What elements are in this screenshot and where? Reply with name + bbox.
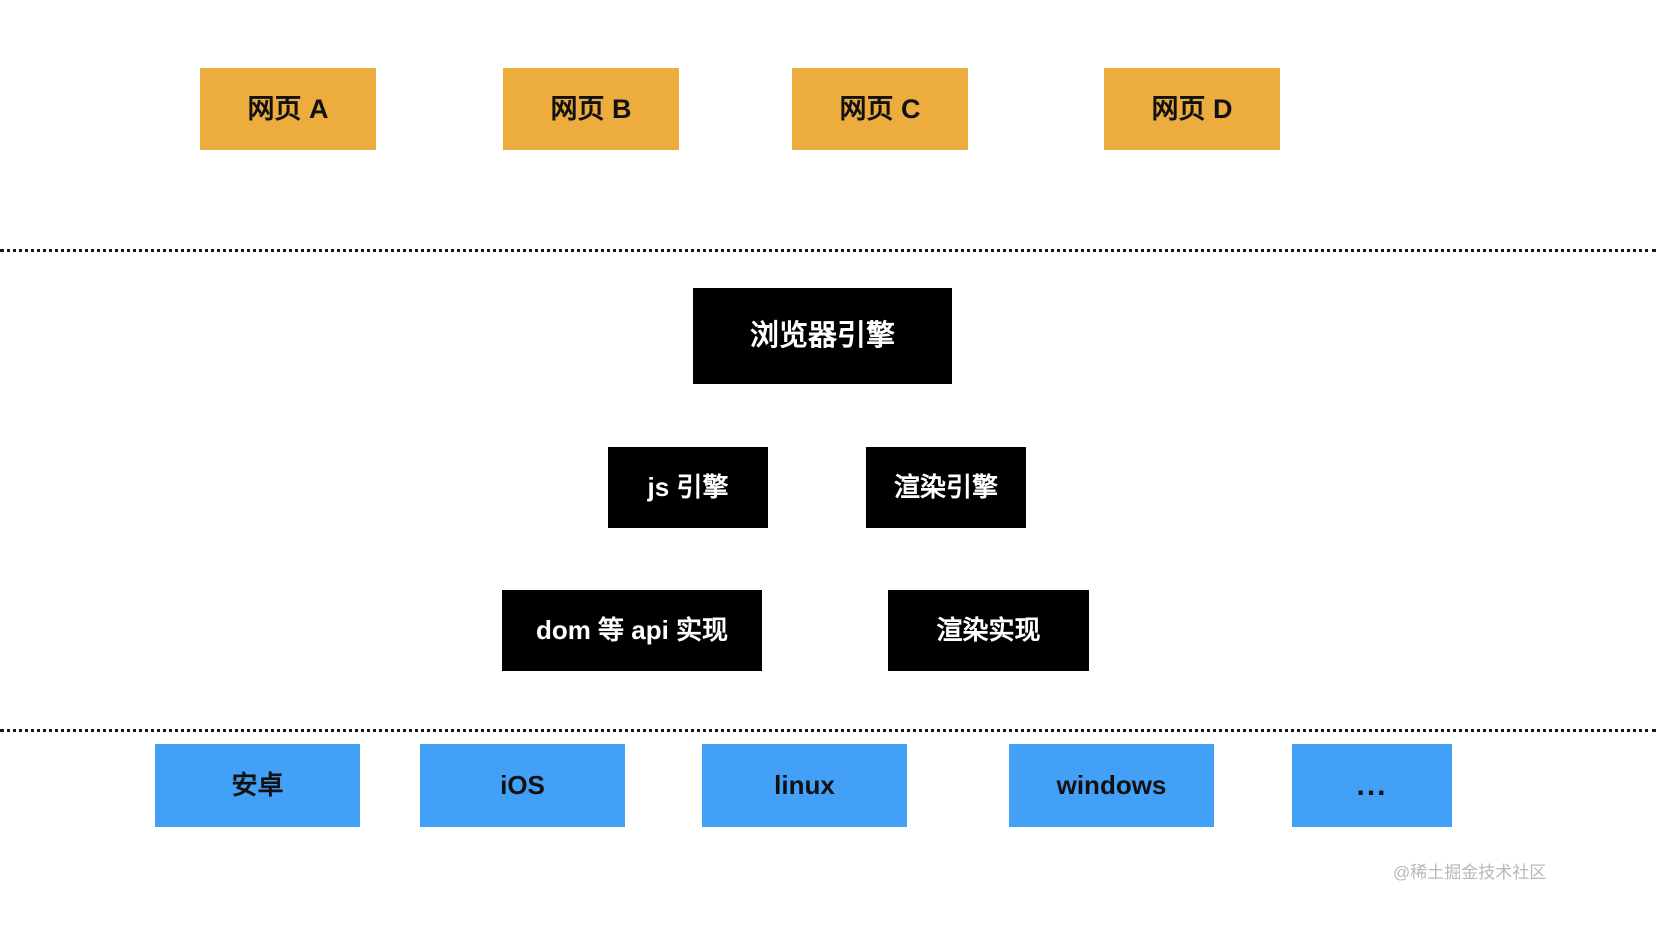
web-page-box-a: 网页 A — [200, 68, 376, 150]
render-engine-box: 渲染引擎 — [866, 447, 1026, 528]
os-label-more: ... — [1356, 768, 1388, 802]
render-impl-box: 渲染实现 — [888, 590, 1089, 671]
os-label-android: 安卓 — [231, 769, 284, 800]
web-page-label-c: 网页 C — [839, 93, 921, 124]
os-box-ios: iOS — [420, 744, 625, 827]
os-box-android: 安卓 — [155, 744, 360, 827]
web-page-label-b: 网页 B — [550, 93, 632, 124]
watermark: @稀土掘金技术社区 — [1393, 863, 1547, 882]
render-engine-label: 渲染引擎 — [893, 471, 998, 502]
web-page-box-c: 网页 C — [792, 68, 968, 150]
os-label-ios: iOS — [500, 769, 545, 800]
browser-engine-label: 浏览器引擎 — [749, 319, 895, 352]
web-page-box-d: 网页 D — [1104, 68, 1280, 150]
os-box-windows: windows — [1009, 744, 1214, 827]
browser-engine-box: 浏览器引擎 — [693, 288, 952, 384]
os-label-windows: windows — [1056, 769, 1167, 800]
js-engine-label: js 引擎 — [647, 471, 729, 502]
os-box-more: ... — [1292, 744, 1452, 827]
divider-top — [0, 249, 1656, 252]
web-page-box-b: 网页 B — [503, 68, 679, 150]
dom-api-impl-box: dom 等 api 实现 — [502, 590, 762, 671]
render-impl-label: 渲染实现 — [936, 614, 1041, 645]
web-page-label-a: 网页 A — [247, 93, 329, 124]
divider-bottom — [0, 729, 1656, 732]
web-page-label-d: 网页 D — [1151, 93, 1233, 124]
os-label-linux: linux — [774, 769, 835, 800]
js-engine-box: js 引擎 — [608, 447, 768, 528]
os-box-linux: linux — [702, 744, 907, 827]
dom-api-impl-label: dom 等 api 实现 — [535, 614, 729, 645]
